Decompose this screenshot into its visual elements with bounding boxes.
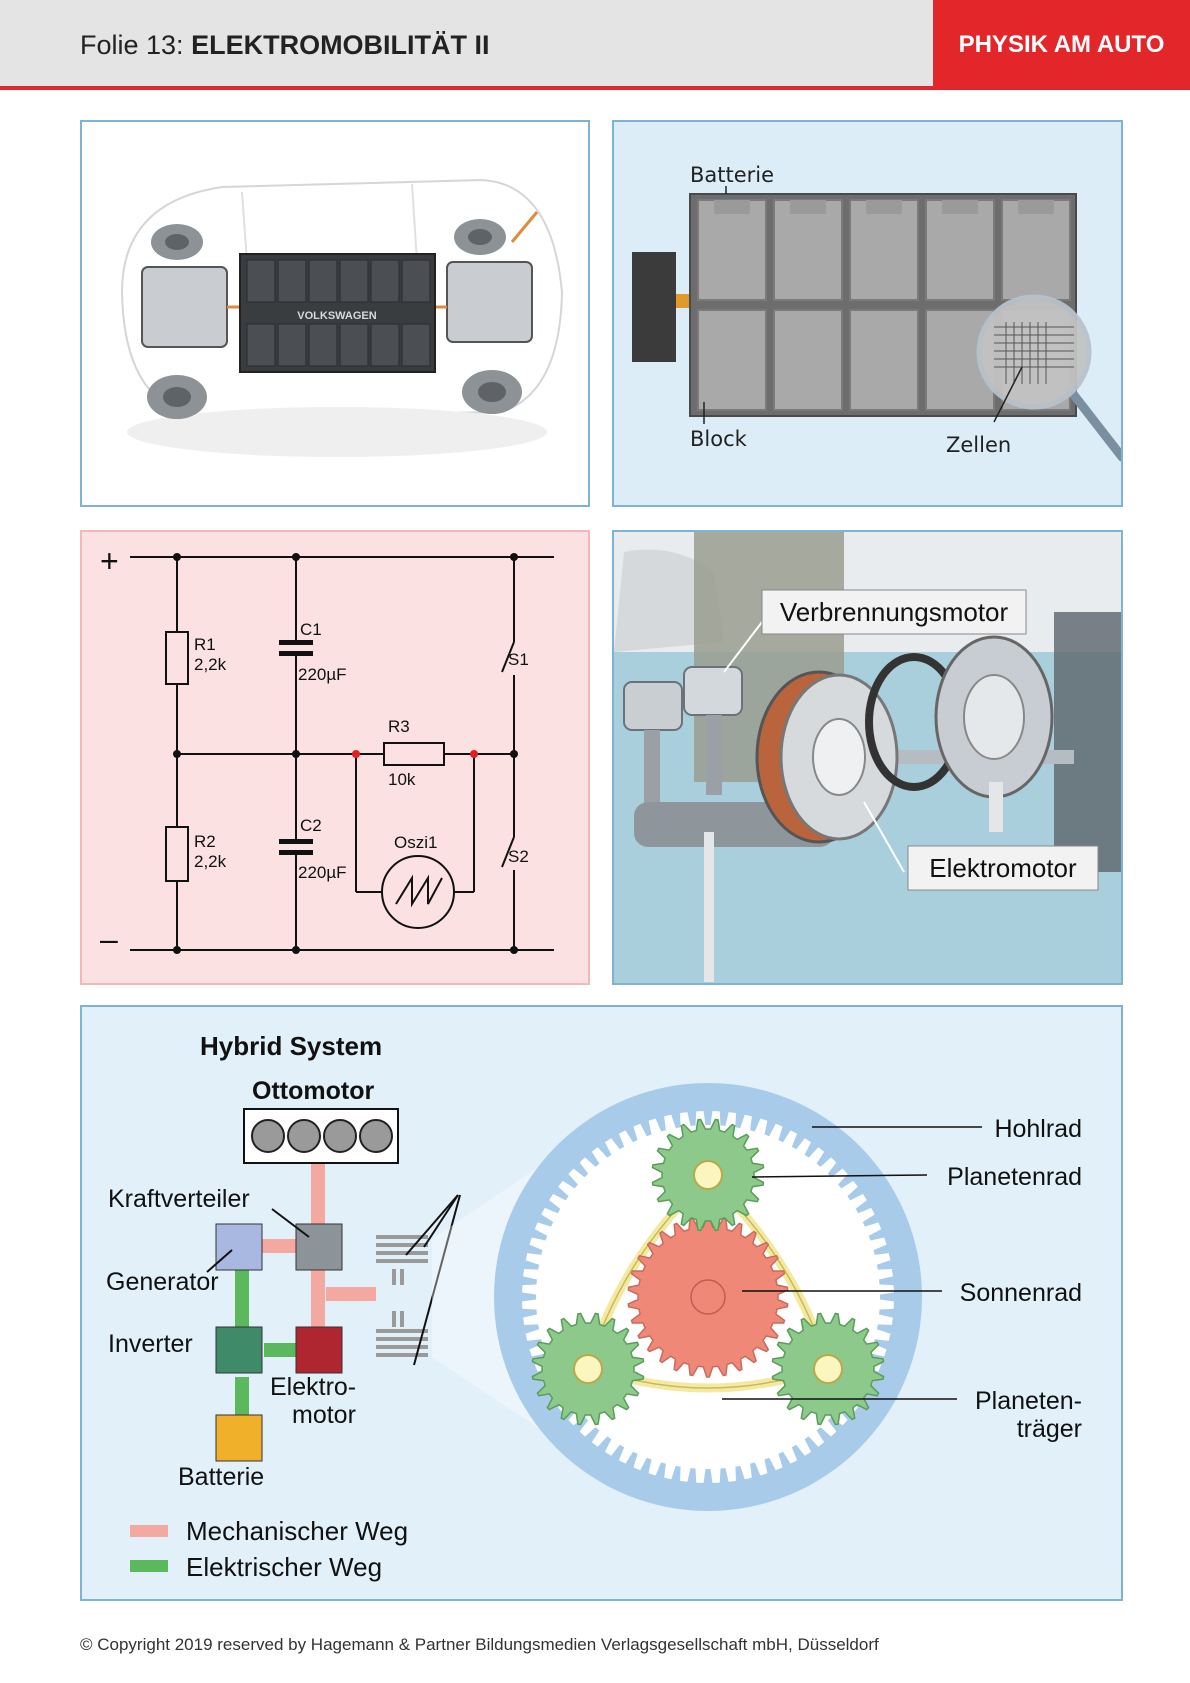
- slide-prefix: Folie 13:: [80, 30, 192, 60]
- label-box: [761, 589, 1027, 635]
- page-title: Folie 13: ELEKTROMOBILITÄT II: [80, 30, 490, 61]
- car-chassis-panel: VOLKSWAGEN: [80, 120, 590, 507]
- gear-stack-icon: [376, 1311, 428, 1357]
- wheel-icon: [151, 224, 203, 260]
- piston-icon: [623, 666, 743, 810]
- label-combustion-engine: Verbrennungsmotor: [780, 597, 1009, 627]
- r2-name-label: R2: [194, 832, 216, 851]
- resistor-r3-icon: [383, 742, 445, 766]
- car-chassis-illustration: VOLKSWAGEN: [120, 178, 564, 457]
- r1-value-label: 2,2k: [194, 655, 227, 674]
- copyright-footer: © Copyright 2019 reserved by Hagemann & …: [80, 1635, 879, 1654]
- legend-electrical-label: Elektrischer Weg: [186, 1552, 382, 1582]
- capacitor-c1-icon: [279, 640, 313, 656]
- gear-stack-icon: [376, 1235, 428, 1285]
- c2-name-label: C2: [300, 816, 322, 835]
- resistor-r2-icon: [165, 826, 189, 882]
- label-kraftverteiler: Kraftverteiler: [108, 1185, 250, 1213]
- battery-structure-illustration: Batterie Block Zellen: [632, 163, 1121, 462]
- electric-motor-block: [295, 1326, 343, 1374]
- battery-structure-panel: Batterie Block Zellen: [612, 120, 1123, 507]
- resistor-r1-icon: [165, 631, 189, 685]
- wheel-icon: [454, 219, 506, 255]
- power-split-device-block: [295, 1223, 343, 1271]
- oscilloscope-label: Oszi1: [394, 833, 437, 852]
- legend-mechanical-swatch: [130, 1525, 168, 1537]
- legend-mechanical-label: Mechanischer Weg: [186, 1516, 408, 1546]
- battery-connector-icon: [632, 252, 676, 362]
- label-inverter: Inverter: [108, 1330, 193, 1358]
- cylinder-icons: [251, 1119, 393, 1153]
- header-accent-line: [0, 86, 1190, 90]
- s1-label: S1: [508, 650, 529, 669]
- label-electric-motor: Elektromotor: [929, 853, 1077, 883]
- rear-motor-icon: [446, 261, 533, 343]
- hybrid-title: Hybrid System: [200, 1031, 382, 1061]
- label-battery: Batterie: [690, 163, 774, 187]
- series-badge: PHYSIK AM AUTO: [933, 0, 1190, 90]
- label-planetenrad: Planetenrad: [947, 1163, 1082, 1191]
- circuit-diagram-panel: + – R1 2,2k R2 2,2k C1 220µF C2 220µF R3…: [80, 530, 590, 985]
- r3-value-label: 10k: [388, 770, 416, 789]
- wheel-icon: [462, 370, 522, 414]
- inverter-block: [215, 1326, 263, 1374]
- hybrid-engine-illustration: Verbrennungsmotor Elektromotor: [614, 532, 1121, 983]
- wheel-icon: [147, 375, 207, 419]
- hybrid-system-panel: Hybrid System Ottomotor Kraftverteiler G…: [80, 1005, 1123, 1601]
- label-ottomotor: Ottomotor: [252, 1077, 374, 1105]
- label-cells: Zellen: [946, 433, 1011, 457]
- label-planetentraeger-1: Planeten-: [975, 1387, 1082, 1415]
- magnifier-icon: [976, 294, 1092, 410]
- hybrid-engine-photo-panel: Verbrennungsmotor Elektromotor: [612, 530, 1123, 985]
- slide-title: ELEKTROMOBILITÄT II: [191, 30, 490, 60]
- label-batterie: Batterie: [178, 1463, 264, 1491]
- switch-s1-icon: [501, 641, 515, 673]
- r2-value-label: 2,2k: [194, 852, 227, 871]
- electric-motor-icon: [755, 670, 899, 844]
- switch-s2-icon: [501, 836, 515, 868]
- header-bar: [0, 0, 933, 88]
- label-hohlrad: Hohlrad: [994, 1115, 1082, 1143]
- label-elektromotor-1: Elektro-: [270, 1373, 356, 1401]
- c1-name-label: C1: [300, 620, 322, 639]
- gearbox-icon: [865, 635, 1054, 799]
- sun-gear-icon: [627, 1216, 789, 1378]
- magnifier-handle: [1065, 385, 1121, 462]
- capacitor-c2-icon: [279, 839, 313, 855]
- circuit-diagram: + – R1 2,2k R2 2,2k C1 220µF C2 220µF R3…: [100, 543, 554, 957]
- oscilloscope-icon: [381, 855, 455, 929]
- page-header: Folie 13: ELEKTROMOBILITÄT II PHYSIK AM …: [0, 0, 1190, 90]
- front-motor-icon: [141, 266, 228, 348]
- electrical-path: [235, 1269, 302, 1422]
- s2-label: S2: [508, 847, 529, 866]
- planetary-gearset: [494, 1083, 922, 1511]
- c1-value-label: 220µF: [298, 665, 347, 684]
- r1-name-label: R1: [194, 635, 216, 654]
- hybrid-system-diagram: Hybrid System Ottomotor Kraftverteiler G…: [106, 1031, 1082, 1582]
- c2-value-label: 220µF: [298, 863, 347, 882]
- battery-block: [215, 1414, 263, 1462]
- label-sonnenrad: Sonnenrad: [960, 1279, 1082, 1307]
- label-planetentraeger-2: träger: [1017, 1415, 1082, 1443]
- generator-block: [215, 1223, 263, 1271]
- legend-electrical-swatch: [130, 1560, 168, 1572]
- label-box: [907, 845, 1099, 891]
- label-block: Block: [690, 427, 748, 451]
- minus-terminal-label: –: [100, 921, 118, 957]
- plus-terminal-label: +: [100, 543, 119, 579]
- r3-name-label: R3: [388, 717, 410, 736]
- label-generator: Generator: [106, 1268, 219, 1296]
- label-elektromotor-2: motor: [292, 1401, 356, 1429]
- brand-text: VOLKSWAGEN: [297, 310, 377, 322]
